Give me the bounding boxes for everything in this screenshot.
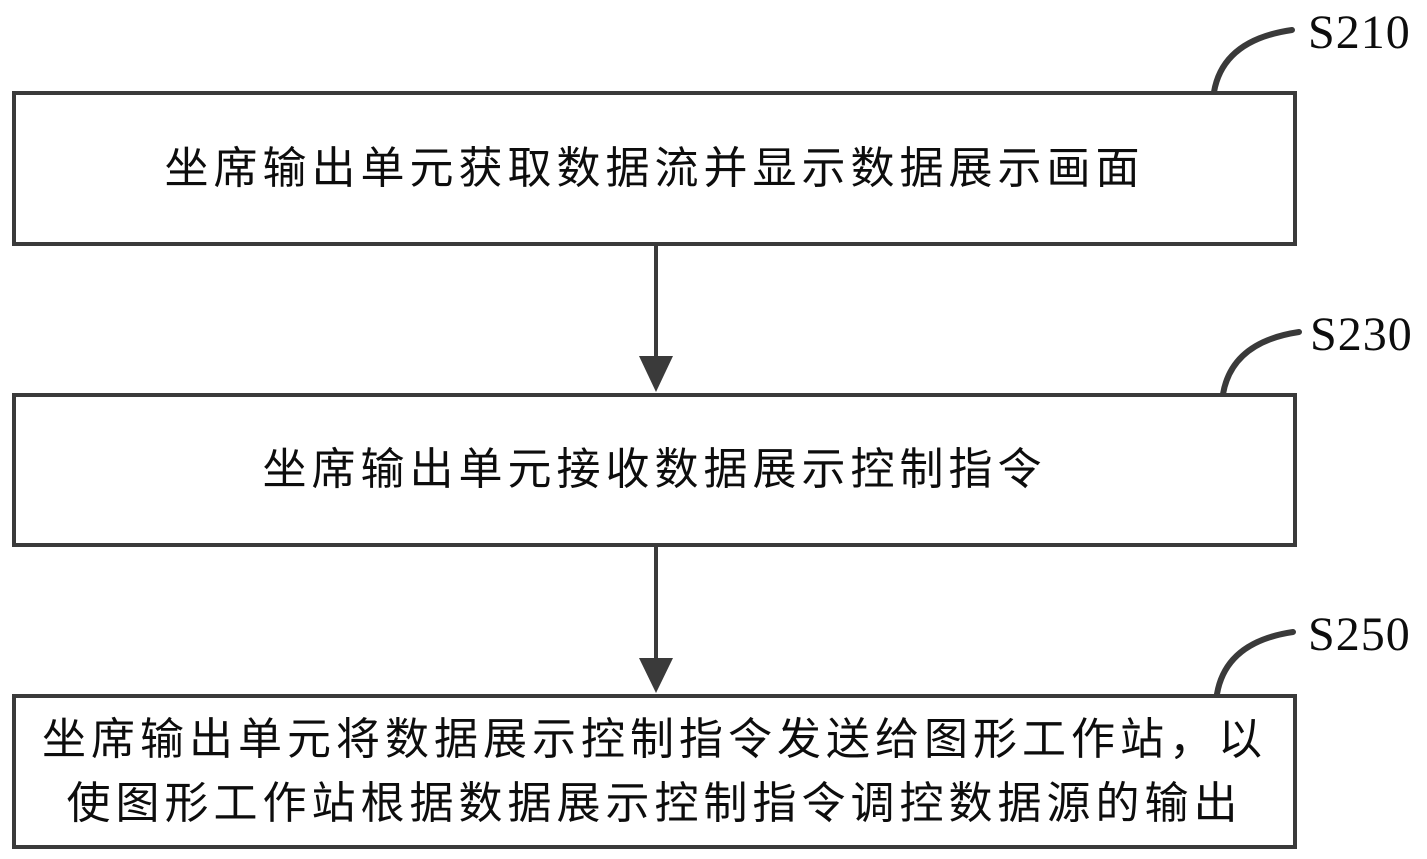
leader-curve-s230 xyxy=(1220,329,1302,397)
step-label-s230: S230 xyxy=(1310,308,1413,361)
leader-curve-s210 xyxy=(1211,27,1295,95)
leader-curve-s250 xyxy=(1214,629,1296,697)
step-s250-text-line2: 使图形工作站根据数据展示控制指令调控数据源的输出 xyxy=(66,778,1243,828)
flow-arrow-s210-s230 xyxy=(639,244,673,392)
step-box-s210: 坐席输出单元获取数据流并显示数据展示画面 xyxy=(12,91,1297,246)
flow-arrow-s230-s250 xyxy=(639,545,673,693)
step-box-s230: 坐席输出单元接收数据展示控制指令 xyxy=(12,393,1297,547)
step-s250-text-line1: 坐席输出单元将数据展示控制指令发送给图形工作站，以 xyxy=(42,714,1267,764)
step-s210-text: 坐席输出单元获取数据流并显示数据展示画面 xyxy=(164,143,1145,193)
step-box-s250: 坐席输出单元将数据展示控制指令发送给图形工作站，以 使图形工作站根据数据展示控制… xyxy=(12,694,1297,849)
step-s230-text: 坐席输出单元接收数据展示控制指令 xyxy=(262,445,1047,494)
step-label-s210: S210 xyxy=(1308,6,1411,59)
step-label-s250: S250 xyxy=(1308,608,1411,661)
